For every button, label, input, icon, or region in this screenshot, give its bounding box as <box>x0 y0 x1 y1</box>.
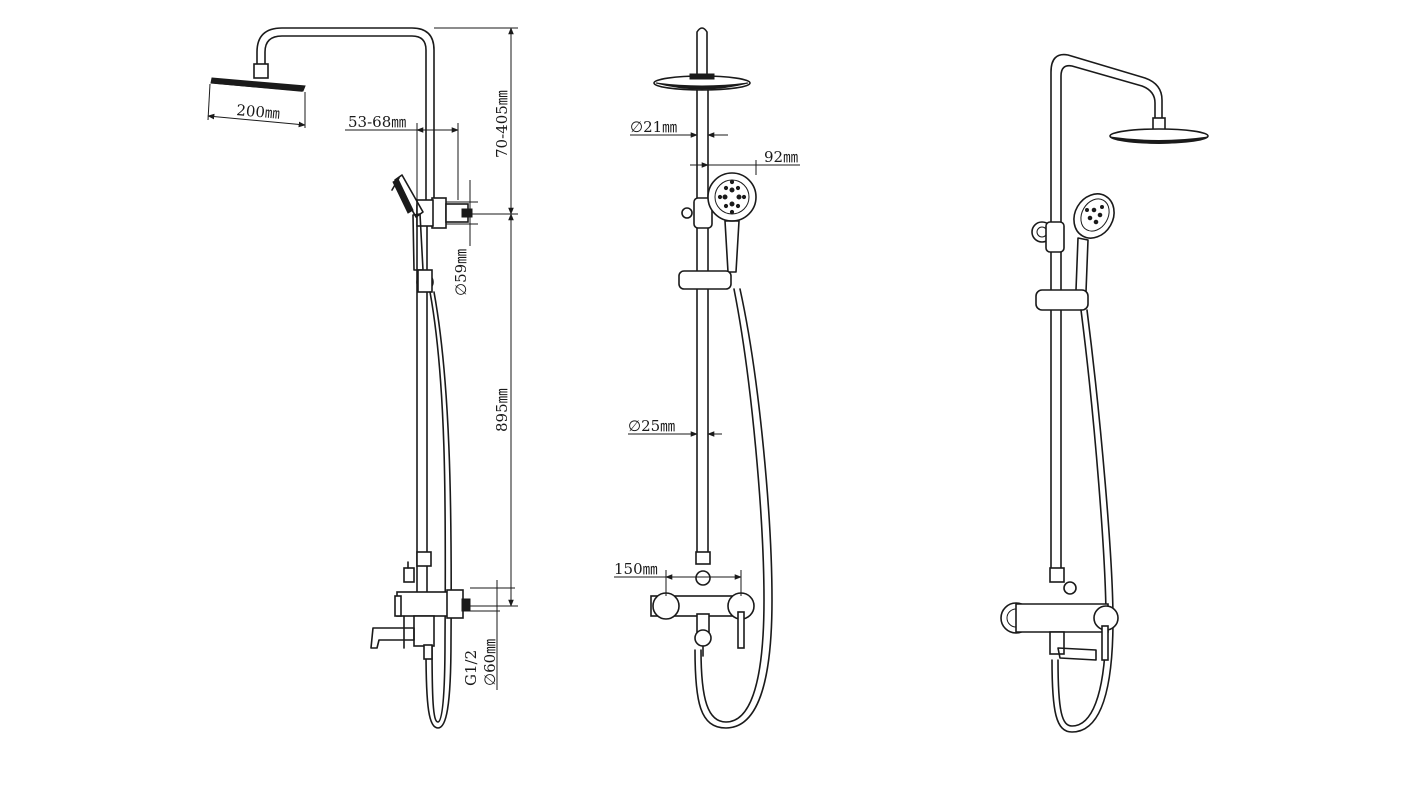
height-adjust-label: 70-405㎜ <box>493 90 511 158</box>
wall-offset-label: 53-68㎜ <box>348 113 406 131</box>
hand-shower-diameter-dimension: 92㎜ <box>690 148 800 175</box>
flange-diameter-label: ∅60㎜ <box>481 639 499 686</box>
bracket-diameter-dimension: ∅59㎜ <box>446 180 478 296</box>
flange-diameter-dimension: G1/2 ∅60㎜ <box>462 580 515 690</box>
perspective-slide-holder <box>1035 289 1089 311</box>
hand-shower-front <box>707 172 757 273</box>
upper-wall-bracket <box>431 197 447 229</box>
top-pipe <box>696 27 708 76</box>
mixer-side <box>370 551 471 660</box>
side-view: 200㎜ 53-68㎜ <box>207 27 518 729</box>
hose-front <box>694 288 773 729</box>
height-dimensions: 70-405㎜ 895㎜ <box>434 27 518 607</box>
mixer-front <box>650 551 755 657</box>
perspective-arm <box>1050 53 1163 571</box>
hand-shower-side <box>391 174 434 293</box>
perspective-rain-head <box>1109 117 1209 144</box>
perspective-upper-bracket <box>1031 221 1065 253</box>
bracket-diameter-label: ∅59㎜ <box>452 249 470 296</box>
top-pipe-diameter-label: ∅21㎜ <box>630 118 677 136</box>
perspective-hand-shower <box>1073 193 1115 293</box>
rain-shower-head <box>210 77 306 92</box>
perspective-view <box>1000 53 1209 733</box>
hose-side <box>425 291 453 729</box>
mixer-centers-dimension: 150㎜ <box>614 560 742 596</box>
rail-diameter-label: ∅25㎜ <box>628 417 675 435</box>
slide-holder <box>678 270 732 290</box>
top-pipe-diameter-dimension: ∅21㎜ <box>630 118 728 138</box>
front-view: ∅21㎜ 92㎜ ∅25㎜ 150㎜ <box>614 27 800 729</box>
head-diameter-label: 200㎜ <box>236 101 281 123</box>
perspective-mixer <box>1000 567 1119 661</box>
inlet-thread-label: G1/2 <box>462 650 480 686</box>
overhead-arm <box>256 27 435 206</box>
rail-diameter-dimension: ∅25㎜ <box>628 417 722 437</box>
head-diameter-dimension: 200㎜ <box>207 83 306 128</box>
rail-length-label: 895㎜ <box>493 388 511 432</box>
wall-offset-dimension: 53-68㎜ <box>345 113 459 200</box>
rain-shower-head-front <box>653 73 751 91</box>
arm-connector <box>253 63 269 79</box>
mixer-centers-label: 150㎜ <box>614 560 658 578</box>
hand-shower-diameter-label: 92㎜ <box>764 148 798 166</box>
